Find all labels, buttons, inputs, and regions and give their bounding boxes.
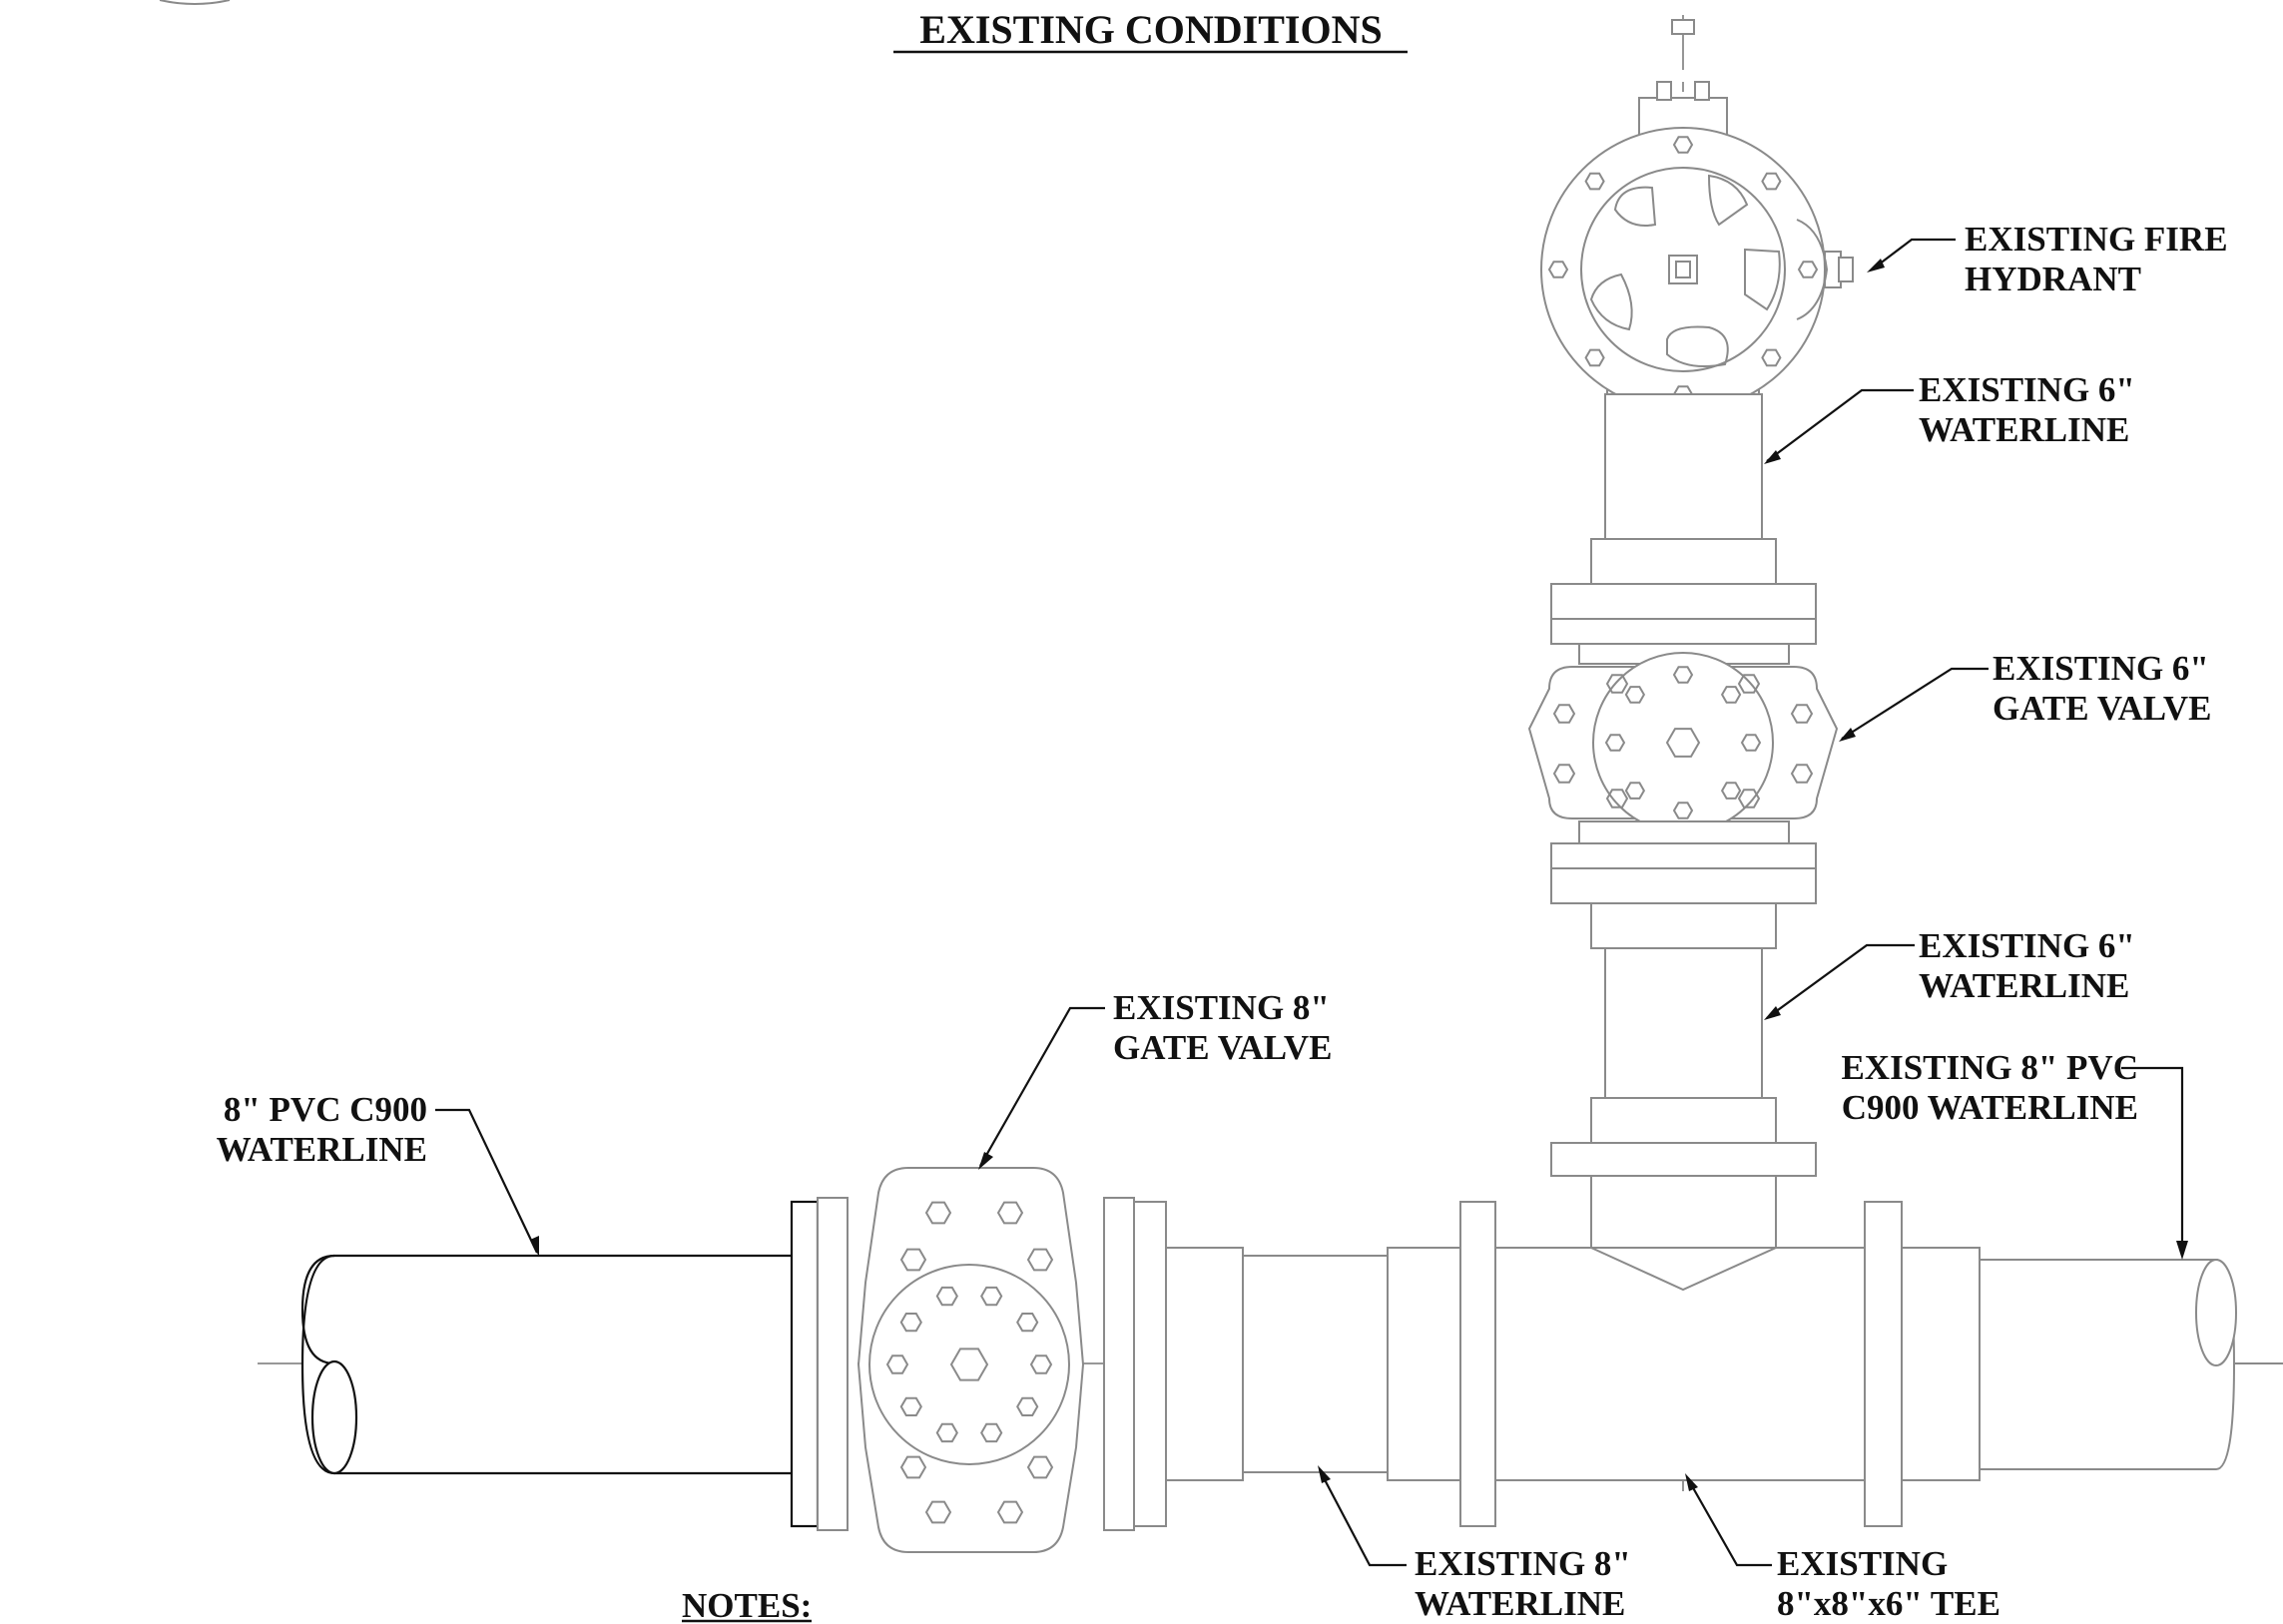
hex-bolt-icon (1584, 172, 1605, 191)
hex-bolt-icon (1761, 348, 1782, 367)
drawing-title: EXISTING CONDITIONS (919, 7, 1382, 52)
hex-bolt-icon (1604, 734, 1626, 752)
gate-valve-6-bolts (1552, 666, 1814, 819)
hex-bolt-icon (935, 1286, 958, 1307)
label-gate-valve-8: EXISTING 8"GATE VALVE (1113, 988, 1333, 1067)
hex-bolt-icon (980, 1286, 1003, 1307)
leader-lines (435, 238, 2188, 1567)
hex-bolt-icon (1605, 789, 1629, 809)
hex-bolt-icon (1720, 686, 1742, 704)
hex-bolt-icon (1547, 261, 1569, 278)
pvc-waterline-8-proposed (300, 1200, 820, 1528)
gate-valve-8-bolts (885, 1201, 1054, 1524)
hex-bolt-icon (899, 1248, 927, 1272)
hex-bolt-icon (924, 1500, 952, 1524)
hex-bolt-icon (935, 1422, 958, 1443)
hydrant-riser (1550, 393, 1817, 645)
label-gate-valve-6: EXISTING 6"GATE VALVE (1993, 649, 2212, 728)
notes-heading: NOTES: (682, 1586, 812, 1624)
hex-bolt-icon (1552, 704, 1576, 724)
hex-bolt-icon (1790, 704, 1814, 724)
hex-bolt-icon (996, 1500, 1024, 1524)
hex-bolt-icon (1624, 782, 1646, 800)
hex-bolt-icon (1672, 666, 1694, 684)
label-waterline-6-lower: EXISTING 6"WATERLINE (1919, 926, 2135, 1005)
hex-bolt-icon (899, 1313, 922, 1333)
hex-bolt-icon (1026, 1455, 1054, 1479)
existing-pvc-8-right (1864, 1201, 2283, 1527)
gate-valve-8 (817, 1167, 1135, 1553)
hex-bolt-icon (996, 1201, 1024, 1225)
hex-bolt-icon (949, 1348, 989, 1381)
partial-arc (159, 0, 231, 5)
hex-bolt-icon (1552, 764, 1576, 784)
tee-8x8x6 (1494, 1175, 1866, 1481)
hex-bolt-icon (1797, 261, 1819, 278)
gate-valve-6 (1527, 643, 1839, 904)
hex-bolt-icon (1761, 172, 1782, 191)
hex-bolt-icon (1605, 674, 1629, 694)
hex-bolt-icon (1790, 764, 1814, 784)
hex-bolt-icon (1672, 802, 1694, 819)
hex-bolt-icon (1740, 734, 1762, 752)
hex-bolt-icon (980, 1422, 1003, 1443)
hex-bolt-icon (1016, 1396, 1039, 1416)
hex-bolt-icon (1672, 136, 1694, 154)
hex-bolt-icon (1029, 1354, 1053, 1374)
label-waterline-8: EXISTING 8"WATERLINE (1415, 1544, 1631, 1623)
hex-bolt-icon (899, 1396, 922, 1416)
hex-bolt-icon (1720, 782, 1742, 800)
hex-bolt-icon (924, 1201, 952, 1225)
hex-bolt-icon (1026, 1248, 1054, 1272)
hex-bolt-icon (1584, 348, 1605, 367)
label-waterline-6-upper: EXISTING 6"WATERLINE (1919, 370, 2135, 449)
hex-bolt-icon (1624, 686, 1646, 704)
hex-bolt-icon (1016, 1313, 1039, 1333)
waterline-6-lower (1550, 902, 1817, 1177)
hex-bolt-icon (885, 1354, 909, 1374)
hex-bolt-icon (899, 1455, 927, 1479)
hex-bolt-icon (1737, 674, 1761, 694)
waterline-8-existing (1133, 1201, 1496, 1527)
hex-bolt-icon (1665, 728, 1701, 758)
hex-bolt-icon (1737, 789, 1761, 809)
